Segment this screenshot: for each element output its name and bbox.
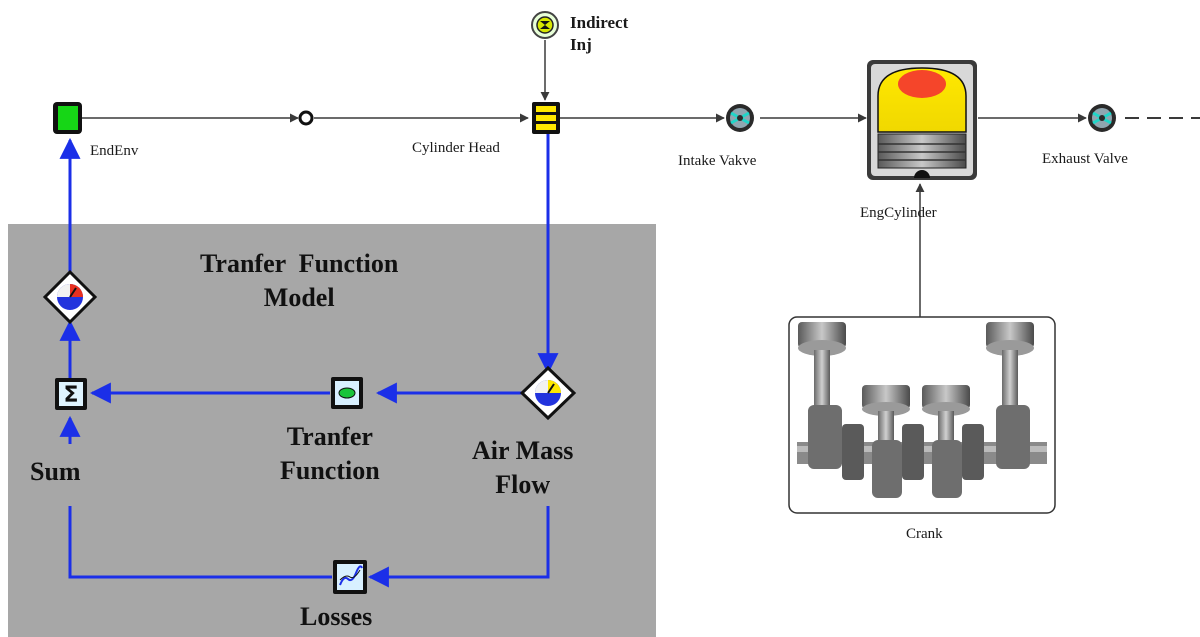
- sum-icon[interactable]: Σ: [55, 378, 87, 410]
- transfer-function-label: Tranfer Function: [280, 422, 380, 485]
- air-mass-flow-icon[interactable]: [519, 365, 577, 421]
- cylinder-head-icon[interactable]: [532, 102, 560, 134]
- crank-label: Crank: [906, 526, 943, 542]
- end-env-icon[interactable]: [53, 102, 82, 134]
- losses-icon[interactable]: [333, 560, 367, 594]
- orifice-icon[interactable]: [298, 110, 314, 126]
- exhaust-valve-icon[interactable]: [1088, 104, 1116, 132]
- crank-icon[interactable]: [788, 316, 1056, 514]
- intake-valve-label: Intake Vakve: [678, 153, 757, 169]
- end-env-label: EndEnv: [90, 143, 139, 159]
- cylinder-head-label: Cylinder Head: [412, 140, 500, 156]
- eng-cylinder-label: EngCylinder: [860, 205, 937, 221]
- indirect-inj-label: Indirect Inj: [570, 13, 629, 54]
- signal-connections: [59, 133, 559, 588]
- svg-text:Σ: Σ: [63, 383, 78, 408]
- air-mass-flow-label: Air Mass Flow: [472, 436, 574, 499]
- intake-valve-icon[interactable]: [726, 104, 754, 132]
- flow-connections: [82, 40, 1200, 318]
- panel-title: Tranfer Function Model: [200, 249, 399, 312]
- injector-icon[interactable]: [531, 11, 559, 39]
- eng-cylinder-icon[interactable]: [867, 60, 977, 180]
- exhaust-valve-label: Exhaust Valve: [1042, 151, 1128, 167]
- output-sensor-icon[interactable]: [42, 269, 98, 325]
- transfer-function-icon[interactable]: [331, 377, 363, 409]
- losses-label: Losses: [300, 602, 373, 631]
- sum-label: Sum: [30, 457, 81, 486]
